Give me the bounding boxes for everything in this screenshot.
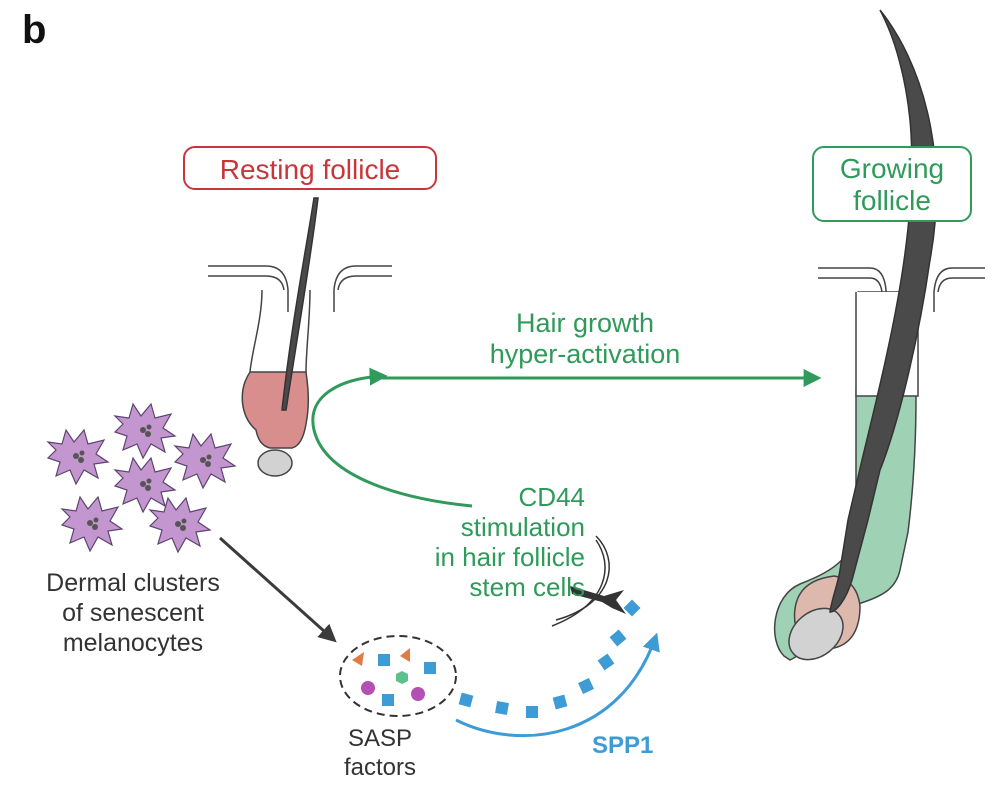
resting-hair-shaft [281, 197, 319, 411]
melanocyte-3 [173, 432, 237, 490]
melanocyte-4 [113, 456, 177, 514]
sasp-oval [339, 635, 457, 717]
sasp-square-1 [378, 654, 390, 666]
dermal-line-2: of senescent [62, 599, 204, 627]
cd44-line-4: stem cells [469, 572, 585, 602]
melanocyte-to-sasp-arrow [218, 536, 337, 643]
resting-follicle-label: Resting follicle [183, 146, 437, 190]
hair-growth-line-2: hyper-activation [489, 339, 681, 369]
melanocyte-1 [46, 428, 110, 486]
sasp-line-2: factors [343, 754, 417, 781]
growing-follicle-line-2: follicle [853, 185, 931, 216]
spp1-label: SPP1 [592, 732, 654, 759]
melanocyte-5 [60, 495, 124, 553]
resting-skin-surface [208, 265, 392, 312]
cd44-receptor [551, 535, 626, 627]
cd44-line-2: stimulation [460, 512, 585, 542]
growing-follicle [773, 9, 985, 661]
growing-skin-surface [818, 267, 985, 312]
sasp-circle-2 [411, 687, 425, 701]
melanocyte-6 [148, 496, 212, 554]
spp1-trail [458, 599, 641, 718]
cd44-line-1: CD44 [518, 482, 585, 512]
sasp-label: SASP factors [340, 724, 420, 782]
dermal-clusters-label: Dermal clusters of senescent melanocytes [18, 568, 248, 658]
hair-growth-line-1: Hair growth [515, 308, 655, 338]
resting-dermal-papilla [257, 449, 293, 477]
growing-follicle-line-1: Growing [839, 153, 945, 184]
sasp-line-1: SASP [347, 725, 413, 752]
dermal-line-3: melanocytes [62, 629, 204, 657]
growing-follicle-label: Growing follicle [812, 146, 972, 222]
panel-label: b [22, 8, 47, 52]
sasp-square-3 [382, 694, 394, 706]
cd44-label: CD44 stimulation in hair follicle stem c… [390, 482, 585, 602]
sasp-triangle-2 [400, 648, 410, 662]
growing-dermal-papilla [788, 607, 844, 661]
resting-follicle [208, 197, 392, 477]
sasp-circle-1 [361, 681, 375, 695]
sasp-triangle-1 [352, 652, 364, 666]
melanocyte-2 [113, 402, 177, 460]
sasp-square-2 [424, 662, 436, 674]
resting-bulb [241, 371, 310, 449]
resting-follicle-outline [249, 289, 263, 373]
dermal-line-1: Dermal clusters [46, 569, 220, 597]
cd44-line-3: in hair follicle [434, 542, 585, 572]
sasp-hexagon [396, 671, 408, 684]
hair-growth-label: Hair growth hyper-activation [460, 308, 710, 370]
melanocyte-cluster [46, 402, 237, 554]
spp1-arrow [455, 632, 660, 738]
cd44-curve-arrow [311, 367, 473, 508]
